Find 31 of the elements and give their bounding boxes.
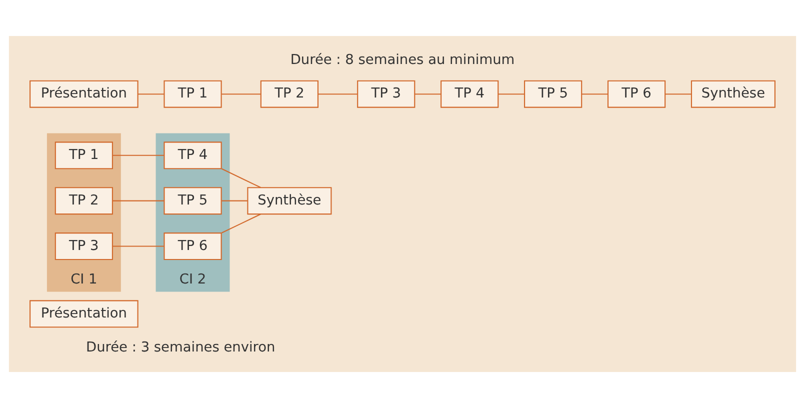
connector: [665, 93, 692, 94]
label: Durée : 3 semaines environ: [86, 338, 276, 355]
connector: [138, 93, 164, 94]
node-box: TP 6: [607, 80, 666, 108]
label: Durée : 8 semaines au minimum: [290, 51, 515, 68]
node-box: TP 1: [164, 80, 222, 108]
connector: [318, 93, 358, 94]
connector: [221, 168, 261, 188]
node-box: Présentation: [30, 80, 138, 108]
node-box: TP 6: [164, 232, 222, 260]
connector: [112, 245, 164, 246]
node-box: TP 1: [54, 141, 113, 169]
connector: [112, 154, 164, 156]
connector: [414, 93, 442, 94]
node-box: TP 4: [440, 80, 499, 108]
node-box: Synthèse: [247, 186, 332, 214]
node-box: Synthèse: [690, 80, 776, 108]
node-box: TP 5: [524, 80, 582, 108]
node-box: TP 2: [260, 80, 318, 108]
node-box: TP 2: [54, 186, 113, 214]
connector: [222, 93, 261, 94]
connector: [112, 200, 164, 201]
node-box: Présentation: [30, 300, 138, 328]
connector: [221, 213, 261, 233]
connector: [222, 200, 248, 201]
connector: [498, 93, 524, 94]
node-box: TP 3: [54, 232, 113, 260]
node-box: TP 5: [164, 186, 222, 214]
node-box: TP 4: [164, 141, 222, 169]
connector: [582, 93, 608, 94]
node-box: TP 3: [357, 80, 416, 108]
